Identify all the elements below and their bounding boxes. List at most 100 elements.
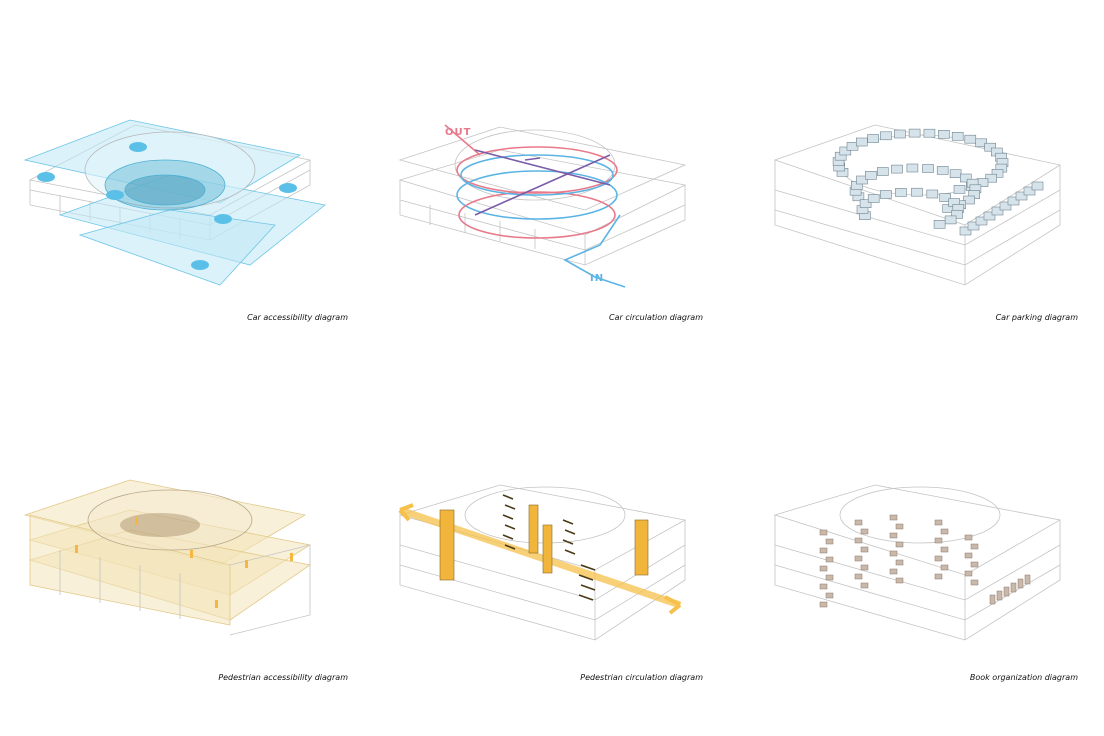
book-shelf	[1025, 575, 1030, 584]
book-shelf	[941, 547, 948, 552]
book-shelf	[896, 560, 903, 565]
panel-car-circulation: OUT IN Car circulation diagram	[385, 115, 725, 345]
book-shelf	[861, 565, 868, 570]
parked-car	[877, 168, 888, 176]
parked-car	[938, 130, 949, 138]
book-shelf	[820, 530, 827, 535]
parked-cars	[833, 129, 1043, 235]
parked-car	[954, 185, 965, 193]
book-shelf	[965, 535, 972, 540]
parked-car	[934, 220, 945, 228]
access-marker-1	[75, 545, 78, 553]
pedestrian-circulation-drawing	[385, 475, 725, 705]
book-shelf	[896, 542, 903, 547]
core-4	[635, 520, 648, 575]
book-shelf	[896, 578, 903, 583]
book-shelf	[965, 571, 972, 576]
caption-car-accessibility: Car accessibility diagram	[247, 313, 348, 322]
core-1	[440, 510, 454, 580]
parked-car	[868, 135, 879, 143]
book-shelf	[971, 544, 978, 549]
parked-car	[907, 164, 918, 172]
caption-pedestrian-circulation: Pedestrian circulation diagram	[580, 673, 703, 682]
book-shelves	[820, 515, 1030, 607]
access-marker-4	[245, 560, 248, 568]
book-shelf	[826, 593, 833, 598]
access-marker-3	[190, 550, 193, 558]
parked-car	[868, 195, 879, 203]
book-shelf	[855, 520, 862, 525]
book-shelf	[990, 595, 995, 604]
label-in: IN	[590, 273, 604, 284]
access-point-1	[37, 172, 55, 182]
book-shelf	[935, 574, 942, 579]
book-shelf	[997, 591, 1002, 600]
parked-car	[937, 166, 948, 174]
book-shelf	[1011, 583, 1016, 592]
book-shelf	[890, 551, 897, 556]
book-shelf	[861, 529, 868, 534]
car-accessibility-drawing	[20, 115, 360, 345]
parked-car	[924, 129, 935, 137]
book-shelf	[820, 602, 827, 607]
book-shelf	[935, 538, 942, 543]
book-shelf	[826, 557, 833, 562]
book-shelf	[826, 539, 833, 544]
access-point-6	[191, 260, 209, 270]
access-marker-5	[290, 553, 293, 561]
caption-pedestrian-accessibility: Pedestrian accessibility diagram	[218, 673, 348, 682]
parked-car	[1032, 182, 1043, 190]
book-shelf	[941, 529, 948, 534]
book-shelf	[896, 524, 903, 529]
panel-pedestrian-circulation: Pedestrian circulation diagram	[385, 475, 725, 705]
access-point-3	[106, 190, 124, 200]
book-shelf	[890, 569, 897, 574]
book-shelf	[941, 565, 948, 570]
book-shelf	[820, 566, 827, 571]
parked-car	[865, 171, 876, 179]
book-shelf	[1018, 579, 1023, 588]
book-shelf	[861, 583, 868, 588]
access-point-4	[279, 183, 297, 193]
core-2	[529, 505, 538, 553]
book-shelf	[826, 575, 833, 580]
pedestrian-accessibility-drawing	[20, 475, 360, 705]
panel-pedestrian-accessibility: Pedestrian accessibility diagram	[20, 475, 360, 705]
book-shelf	[855, 556, 862, 561]
access-marker-6	[215, 600, 218, 608]
book-shelf	[890, 515, 897, 520]
parked-car	[923, 165, 934, 173]
stair-2	[563, 520, 575, 554]
core-3	[543, 525, 552, 573]
book-shelf	[855, 538, 862, 543]
parked-car	[880, 191, 891, 199]
panel-car-accessibility: Car accessibility diagram	[20, 115, 360, 345]
panel-book-organization: Book organization diagram	[760, 475, 1100, 705]
caption-car-parking: Car parking diagram	[996, 313, 1078, 322]
caption-book-organization: Book organization diagram	[970, 673, 1078, 682]
book-shelf	[971, 562, 978, 567]
access-point-2	[129, 142, 147, 152]
book-shelf	[971, 580, 978, 585]
label-out: OUT	[445, 127, 471, 138]
book-shelf	[935, 520, 942, 525]
panel-car-parking: Car parking diagram	[760, 115, 1100, 345]
book-shelf	[820, 584, 827, 589]
caption-car-circulation: Car circulation diagram	[609, 313, 703, 322]
parked-car	[880, 132, 891, 140]
parked-car	[927, 190, 938, 198]
parked-car	[894, 130, 905, 138]
book-shelf	[820, 548, 827, 553]
book-organization-drawing	[760, 475, 1100, 705]
book-shelf	[965, 553, 972, 558]
parked-car	[945, 216, 956, 224]
book-shelf	[855, 574, 862, 579]
book-shelf	[861, 547, 868, 552]
access-point-5	[214, 214, 232, 224]
parked-car	[856, 138, 867, 146]
parked-car	[965, 135, 976, 143]
car-circulation-drawing: OUT IN	[385, 115, 725, 345]
book-shelf	[890, 533, 897, 538]
car-parking-drawing	[760, 115, 1100, 345]
book-shelf	[935, 556, 942, 561]
